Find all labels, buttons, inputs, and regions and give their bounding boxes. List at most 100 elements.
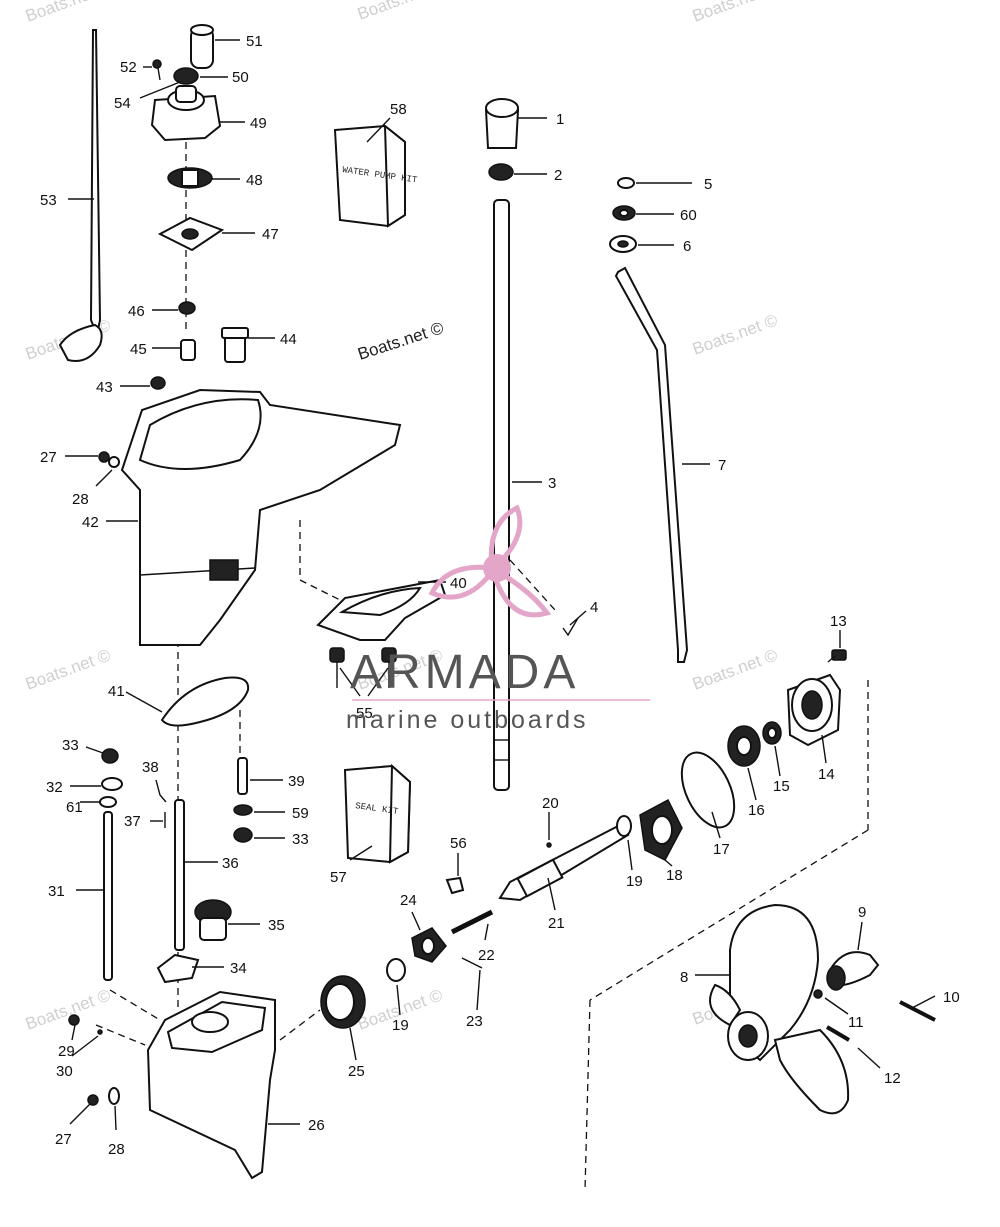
washer-61: [99, 796, 117, 808]
callout: 40: [450, 575, 467, 592]
callout: 26: [308, 1117, 325, 1134]
callout: 43: [96, 379, 113, 396]
clip-38: [155, 779, 167, 803]
logo-tagline: marine outboards: [346, 706, 589, 734]
cover-40: [316, 578, 447, 641]
callout: 31: [48, 883, 65, 900]
shift-rod-53: [58, 29, 103, 362]
callout: 49: [250, 115, 267, 132]
pin-4: [562, 617, 579, 637]
dowel-45: [180, 339, 196, 361]
water-pump-housing-49: [150, 85, 222, 142]
callout: 8: [680, 969, 688, 986]
pin-23: [461, 957, 483, 969]
callout: 28: [72, 491, 89, 508]
washer-28-bottom: [108, 1087, 120, 1105]
clip-56: [445, 876, 465, 895]
shift-shaft-36: [174, 799, 185, 951]
driveshaft-3: [493, 199, 510, 791]
cap-1: [484, 98, 520, 149]
seal-2: [488, 163, 514, 181]
propshaft-21: [498, 823, 630, 902]
callout: 1: [556, 111, 564, 128]
watermark: Boats.net ©: [23, 0, 114, 26]
thrust-washer-19-lower: [386, 958, 406, 982]
screw-27-top: [98, 451, 110, 463]
water-tube-7: [614, 266, 689, 663]
callout: 35: [268, 917, 285, 934]
callout: 20: [542, 795, 559, 812]
callout: 33: [292, 831, 309, 848]
washer-60: [612, 205, 636, 221]
plug-44: [221, 327, 249, 363]
cotter-pin-10: [899, 1000, 936, 1022]
callout: 38: [142, 759, 159, 776]
callout-labels: 51 52 50 54 49 48 53 47 46 45 44 43 27 2…: [40, 33, 960, 1158]
grommet-6: [609, 235, 637, 253]
watermark: Boats.net ©: [690, 310, 781, 358]
callout: 3: [548, 475, 556, 492]
pinion-gear-18: [639, 798, 683, 861]
impeller-48: [167, 167, 213, 189]
water-pump-kit-58: WATER PUMP KIT: [333, 123, 418, 228]
callout: 4: [590, 599, 598, 616]
callout: 44: [280, 331, 297, 348]
pin-30: [97, 1029, 103, 1035]
washer-59: [233, 804, 253, 816]
screw-52: [152, 59, 162, 81]
clutch-pin-22: [450, 909, 494, 935]
watermark: Boats.net ©: [690, 645, 781, 693]
leader-lines: [65, 39, 936, 1131]
stud-39: [237, 757, 248, 795]
callout: 7: [718, 457, 726, 474]
callout: 59: [292, 805, 309, 822]
callout: 33: [62, 737, 79, 754]
nut-33-right: [233, 827, 253, 843]
insert-50: [173, 67, 199, 85]
callout: 5: [704, 176, 712, 193]
screw-27-bottom: [87, 1094, 99, 1106]
callout: 18: [666, 867, 683, 884]
callout: 46: [128, 303, 145, 320]
logo-brand: ARMADA: [350, 646, 579, 699]
callout: 58: [390, 101, 407, 118]
seal-46: [178, 301, 196, 315]
callout: 17: [713, 841, 730, 858]
watermark: Boats.net ©: [23, 645, 114, 693]
callout: 39: [288, 773, 305, 790]
screw-13: [827, 649, 847, 663]
callout: 19: [626, 873, 643, 890]
site-credit: Boats.net ©: [355, 318, 446, 364]
armada-logo: ARMADA marine outboards: [346, 504, 650, 734]
callout: 61: [66, 799, 83, 816]
watermark: Boats.net ©: [690, 0, 781, 26]
callout: 13: [830, 613, 847, 630]
callout: 14: [818, 766, 835, 783]
bearing-16: [727, 725, 761, 767]
callout: 53: [40, 192, 57, 209]
forward-gear-25: [320, 975, 366, 1029]
callout: 51: [246, 33, 263, 50]
nut-33-left: [101, 748, 119, 764]
thrust-washer-19-upper: [616, 815, 632, 837]
callout: 41: [108, 683, 125, 700]
spinner-cone-9: [826, 951, 880, 991]
callout: 56: [450, 835, 467, 852]
callout: 30: [56, 1063, 73, 1080]
callout: 23: [466, 1013, 483, 1030]
bushing-35: [194, 899, 232, 941]
stud-31: [103, 811, 113, 981]
callout: 22: [478, 947, 495, 964]
callout: 11: [848, 1014, 864, 1031]
seal-kit-57: SEAL KIT: [343, 763, 412, 864]
callout: 27: [40, 449, 57, 466]
callout: 48: [246, 172, 263, 189]
driveshaft-housing-42: [120, 388, 402, 646]
callout: 21: [548, 915, 565, 932]
callout: 9: [858, 904, 866, 921]
shear-pin-12: [825, 1025, 851, 1042]
callout: 6: [683, 238, 691, 255]
callout: 25: [348, 1063, 365, 1080]
o-ring-17: [680, 751, 736, 829]
